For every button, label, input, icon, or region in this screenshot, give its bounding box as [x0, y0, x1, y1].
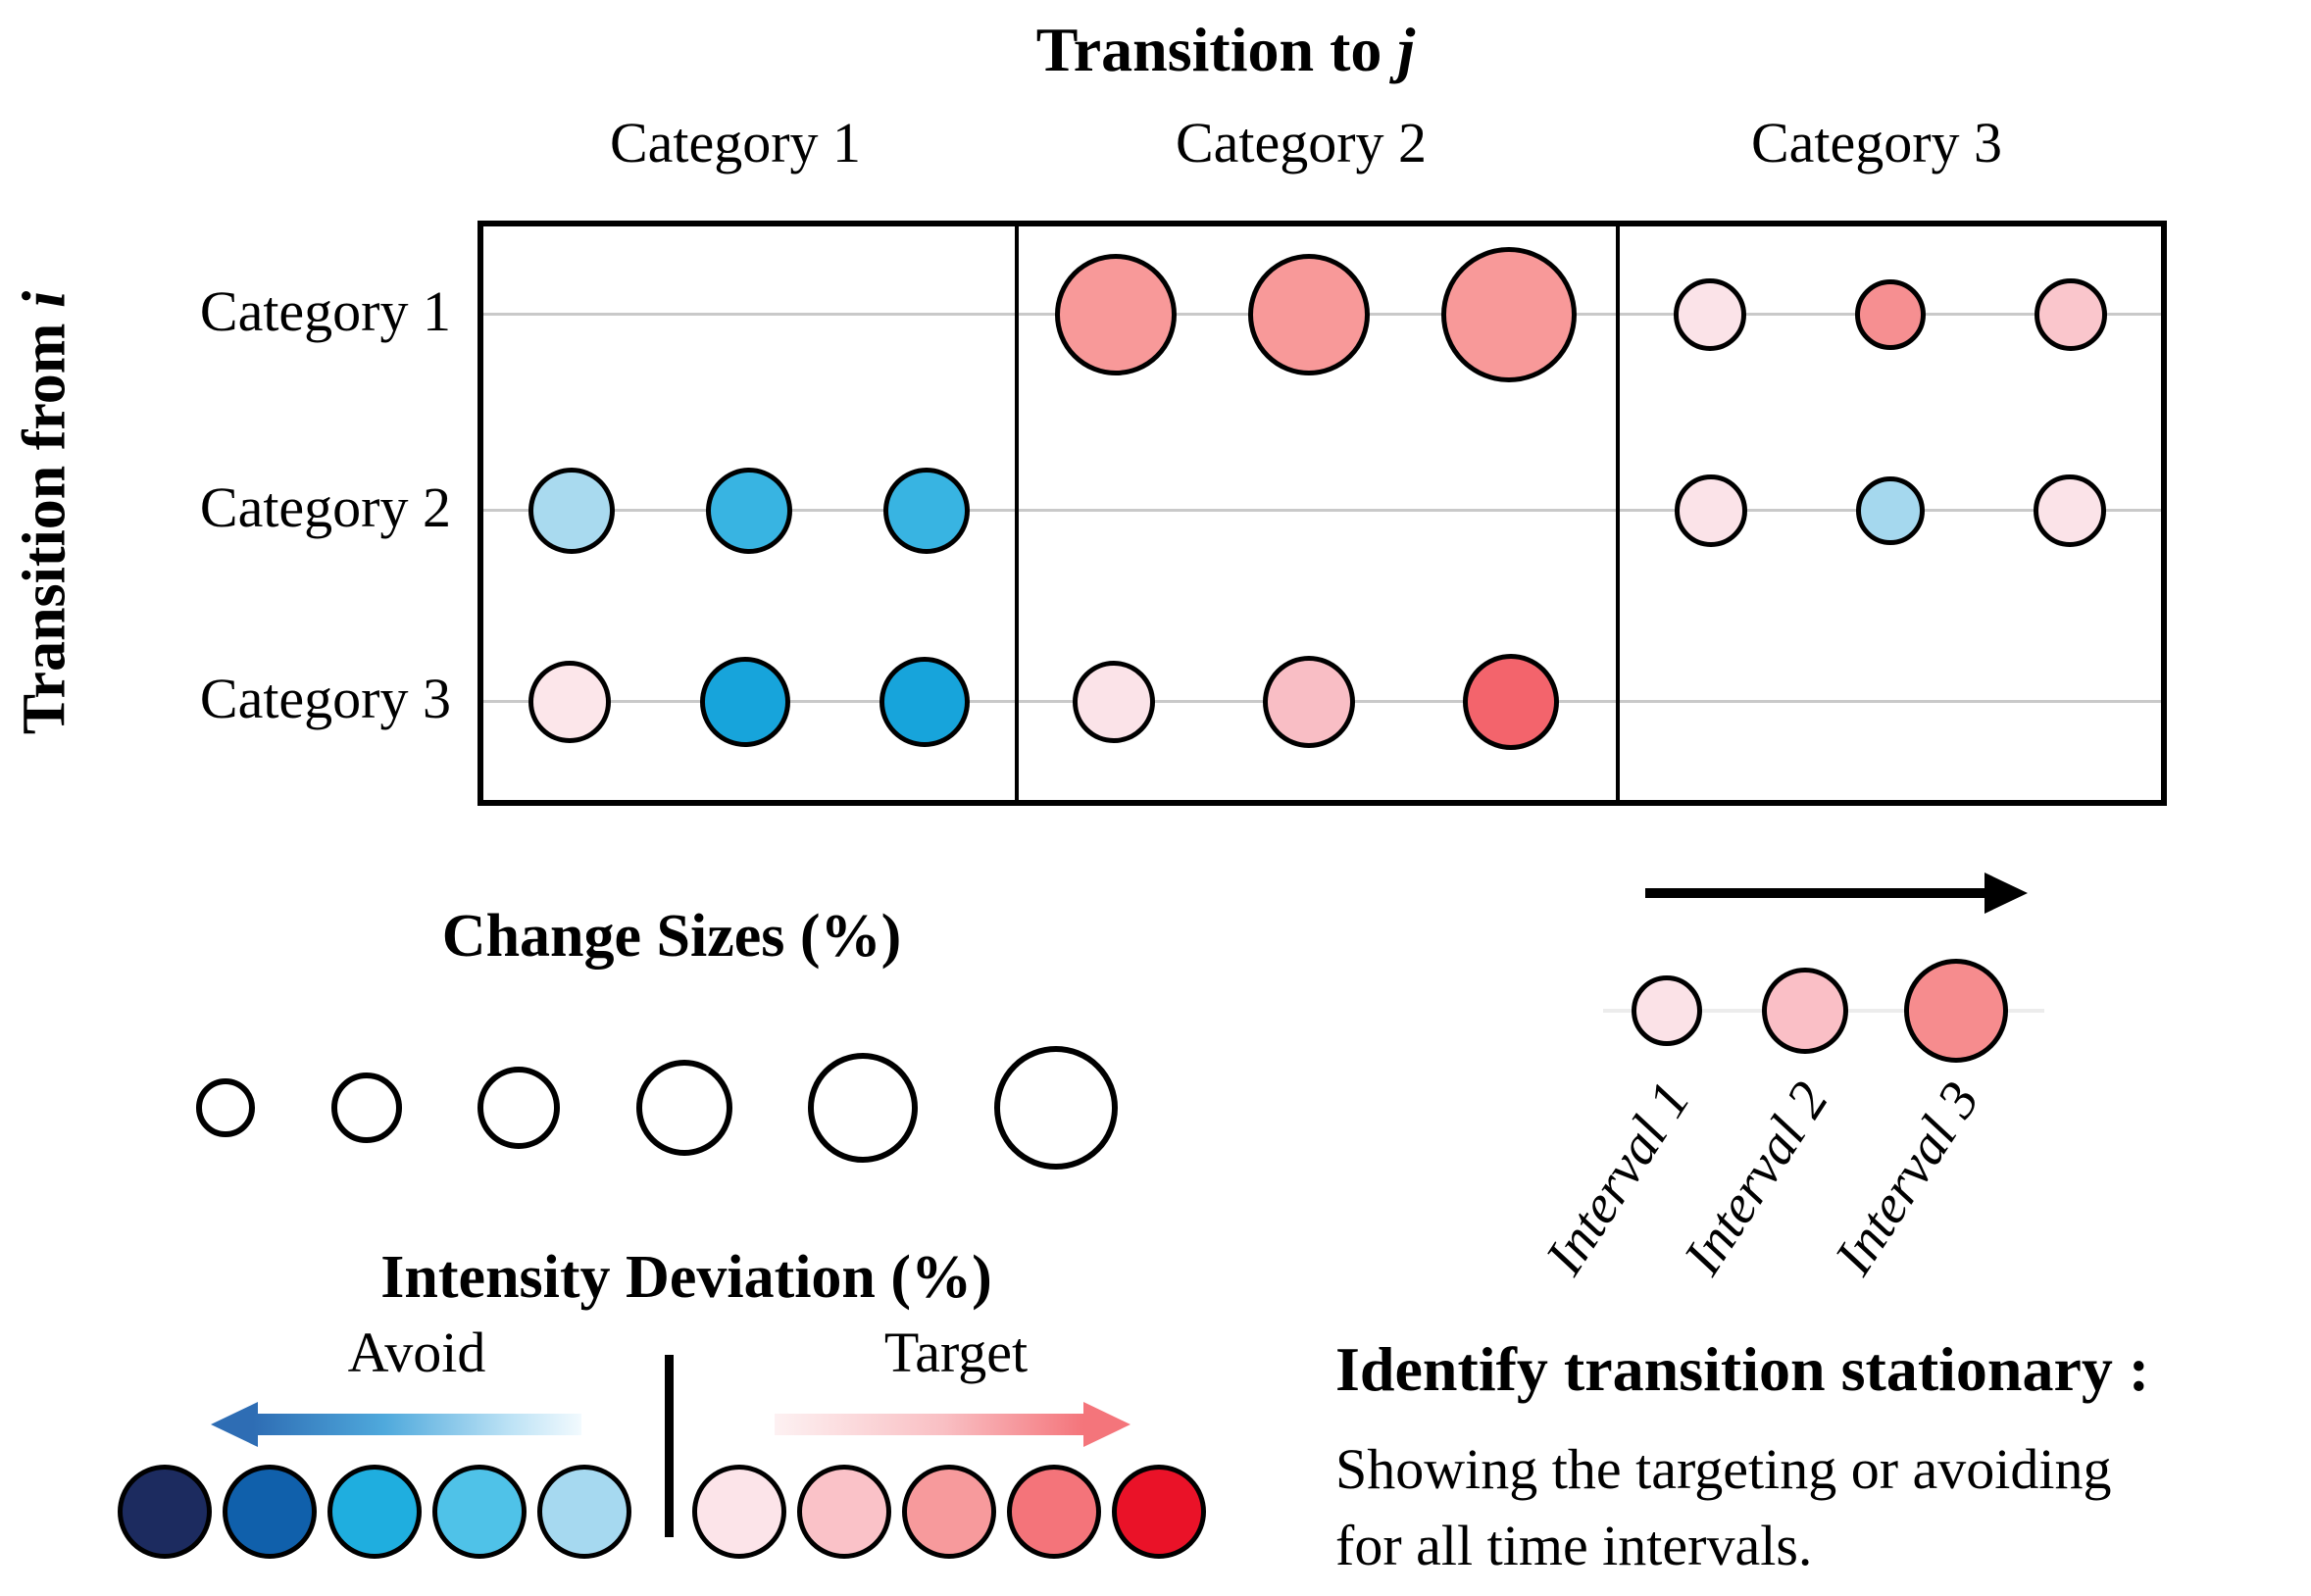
from-axis-title-text: Transition from — [11, 323, 78, 735]
caption-title: Identify transition stationary : — [1335, 1334, 2150, 1404]
transition-bubble — [1854, 279, 1926, 350]
avoid-scale-circle — [118, 1465, 212, 1559]
matrix-cell-from-1-to-2 — [1019, 241, 1613, 388]
time-arrow-icon — [1984, 873, 2028, 914]
size-legend-title: Change Sizes (%) — [441, 903, 902, 970]
transition-bubble — [528, 661, 611, 743]
target-color-scale — [692, 1465, 1206, 1559]
size-legend-circle — [330, 1072, 402, 1143]
transition-bubble — [879, 657, 971, 747]
transition-bubble — [1674, 474, 1747, 547]
avoid-scale-circle — [537, 1465, 631, 1559]
target-scale-circle — [1112, 1465, 1206, 1559]
transition-bubble — [2034, 278, 2107, 351]
column-header-category-3: Category 3 — [1750, 111, 2003, 175]
target-scale-circle — [797, 1465, 891, 1559]
intensity-divider-bar — [665, 1355, 674, 1537]
target-label: Target — [883, 1321, 1029, 1384]
avoid-arrow-gradient — [253, 1414, 581, 1435]
matrix-cell-from-2-to-1 — [483, 437, 1015, 584]
from-axis-title: Transition from i — [11, 291, 80, 734]
column-header-category-1: Category 1 — [609, 111, 862, 175]
avoid-scale-circle — [223, 1465, 317, 1559]
column-divider-2 — [1616, 226, 1620, 800]
time-arrow-line — [1645, 888, 1986, 898]
matrix-body — [477, 221, 2167, 806]
size-legend-circles — [196, 1039, 1118, 1176]
target-scale-circle — [1007, 1465, 1101, 1559]
avoid-color-scale — [118, 1465, 631, 1559]
size-legend-circle — [635, 1060, 732, 1156]
transition-bubble — [2034, 474, 2107, 547]
avoid-arrow-icon — [211, 1402, 258, 1447]
row-label-category-3: Category 3 — [199, 667, 451, 730]
column-header-category-2: Category 2 — [1175, 111, 1428, 175]
row-label-category-2: Category 2 — [199, 475, 451, 539]
row-gridline-2 — [483, 509, 2161, 512]
caption-line-2: for all time intervals. — [1335, 1514, 1813, 1577]
column-divider-1 — [1015, 226, 1019, 800]
transition-bubble — [882, 468, 970, 554]
interval-circle-3 — [1904, 959, 2008, 1063]
size-legend-circle — [808, 1053, 919, 1163]
interval-circle-1 — [1632, 975, 1702, 1046]
transition-bubble — [1054, 254, 1177, 375]
avoid-label: Avoid — [347, 1321, 486, 1384]
size-legend-circle — [993, 1046, 1118, 1170]
transition-bubble — [1247, 254, 1370, 375]
transition-bubble — [1073, 661, 1155, 743]
intensity-legend-title: Intensity Deviation (%) — [380, 1244, 992, 1311]
transition-bubble — [1441, 247, 1578, 382]
target-scale-circle — [692, 1465, 786, 1559]
transition-bubble — [699, 657, 790, 747]
matrix-cell-from-2-to-3 — [1620, 437, 2161, 584]
target-scale-circle — [902, 1465, 996, 1559]
caption-line-1: Showing the targeting or avoiding — [1335, 1437, 2112, 1501]
to-axis-variable: j — [1397, 15, 1416, 84]
target-arrow-icon — [1083, 1402, 1130, 1447]
transition-bubble — [1855, 476, 1925, 545]
from-axis-variable: i — [11, 290, 78, 309]
matrix-cell-from-3-to-1 — [483, 628, 1015, 775]
row-label-category-1: Category 1 — [199, 279, 451, 343]
transition-bubble — [1674, 278, 1747, 351]
transition-bubble — [705, 468, 792, 554]
avoid-scale-circle — [327, 1465, 422, 1559]
transition-bubble — [1263, 656, 1355, 748]
to-axis-title-text: Transition to — [1035, 15, 1382, 84]
avoid-scale-circle — [432, 1465, 527, 1559]
transition-bubble — [528, 468, 616, 554]
caption-block: Identify transition stationary : Showing… — [1335, 1333, 2149, 1584]
size-legend-circle — [196, 1078, 255, 1137]
matrix-cell-from-1-to-3 — [1620, 241, 2161, 388]
transition-bubble — [1463, 654, 1559, 750]
size-legend-circle — [477, 1067, 561, 1149]
interval-circle-2 — [1762, 968, 1848, 1054]
target-arrow-gradient — [775, 1414, 1083, 1435]
to-axis-title: Transition to j — [1036, 14, 1415, 86]
matrix-cell-from-3-to-2 — [1019, 628, 1613, 775]
